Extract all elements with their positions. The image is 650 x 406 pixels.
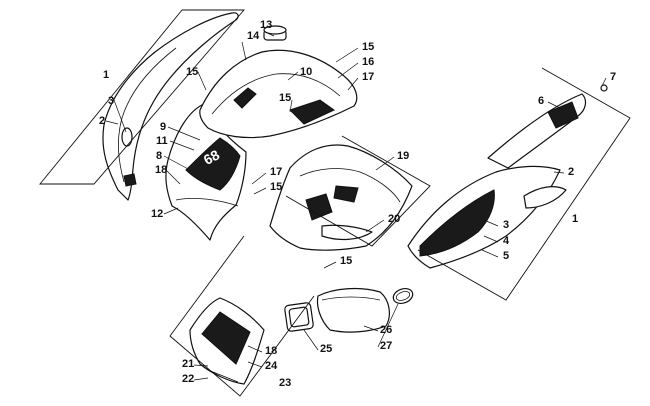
hood-number-decal: 68 [201,146,222,168]
lower-vent [189,297,265,385]
callout-c9: 9 [160,121,166,133]
callout-c17a: 17 [362,71,374,83]
callout-c27: 27 [380,340,392,352]
callout-c15d: 15 [270,181,282,193]
assembly-brackets [39,9,631,397]
callout-c5: 5 [503,250,509,262]
callout-c19: 19 [397,150,409,162]
callout-c7: 7 [610,71,616,83]
callout-c6: 6 [538,95,544,107]
callout-c15a: 15 [186,66,198,78]
front-hood: 68 [165,103,247,241]
callout-c8: 8 [156,150,162,162]
callout-c4: 4 [503,235,510,247]
callout-c12: 12 [151,208,163,220]
callout-c23: 23 [279,377,291,389]
callout-c18: 18 [155,164,167,176]
callout-c3b: 3 [503,219,509,231]
callout-c15e: 15 [340,255,352,267]
right-side-panel [407,84,608,269]
callout-c16: 16 [362,56,374,68]
callout-numbers: 1238911181213141515101516171715192015762… [99,19,616,389]
callout-c11: 11 [156,135,168,147]
callout-c25: 25 [320,343,332,355]
callout-c2: 2 [99,115,105,127]
callout-c13: 13 [260,19,272,31]
callout-c3: 3 [108,95,114,107]
callout-c18b: 18 [265,345,277,357]
callout-c2b: 2 [568,166,574,178]
callout-c17b: 17 [270,166,282,178]
leader-lines [105,31,607,381]
callout-c21: 21 [182,358,194,370]
hood-dark-panel [185,137,241,191]
upper-hood [199,25,358,139]
callout-c1: 1 [103,69,109,81]
callout-c15b: 15 [279,92,291,104]
belly-pan [269,144,413,251]
callout-c20: 20 [388,213,400,225]
callout-c14: 14 [247,30,260,42]
callout-c10: 10 [300,66,312,78]
left-panel-hole [121,127,133,147]
callout-c24: 24 [265,360,278,372]
callout-c1b: 1 [572,213,578,225]
callout-c26: 26 [380,324,392,336]
left-side-panel [102,12,239,201]
callout-c22: 22 [182,373,194,385]
callout-c15c: 15 [362,41,374,53]
